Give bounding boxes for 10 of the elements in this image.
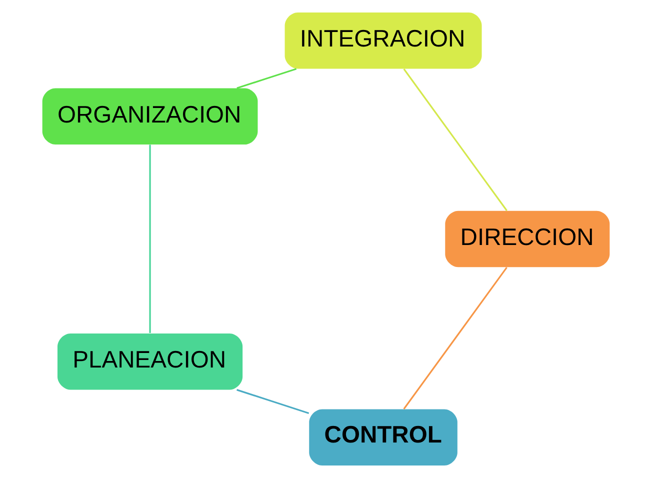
connector	[149, 144, 151, 333]
connector	[403, 68, 508, 212]
connector	[236, 389, 310, 414]
connector	[403, 266, 508, 410]
node-box: DIRECCION	[445, 210, 610, 268]
node-box: PLANEACION	[57, 333, 243, 390]
connector	[236, 68, 297, 89]
node-box: ORGANIZACION	[42, 88, 258, 145]
node-box: INTEGRACION	[284, 12, 482, 69]
node-box: CONTROL	[309, 409, 458, 466]
